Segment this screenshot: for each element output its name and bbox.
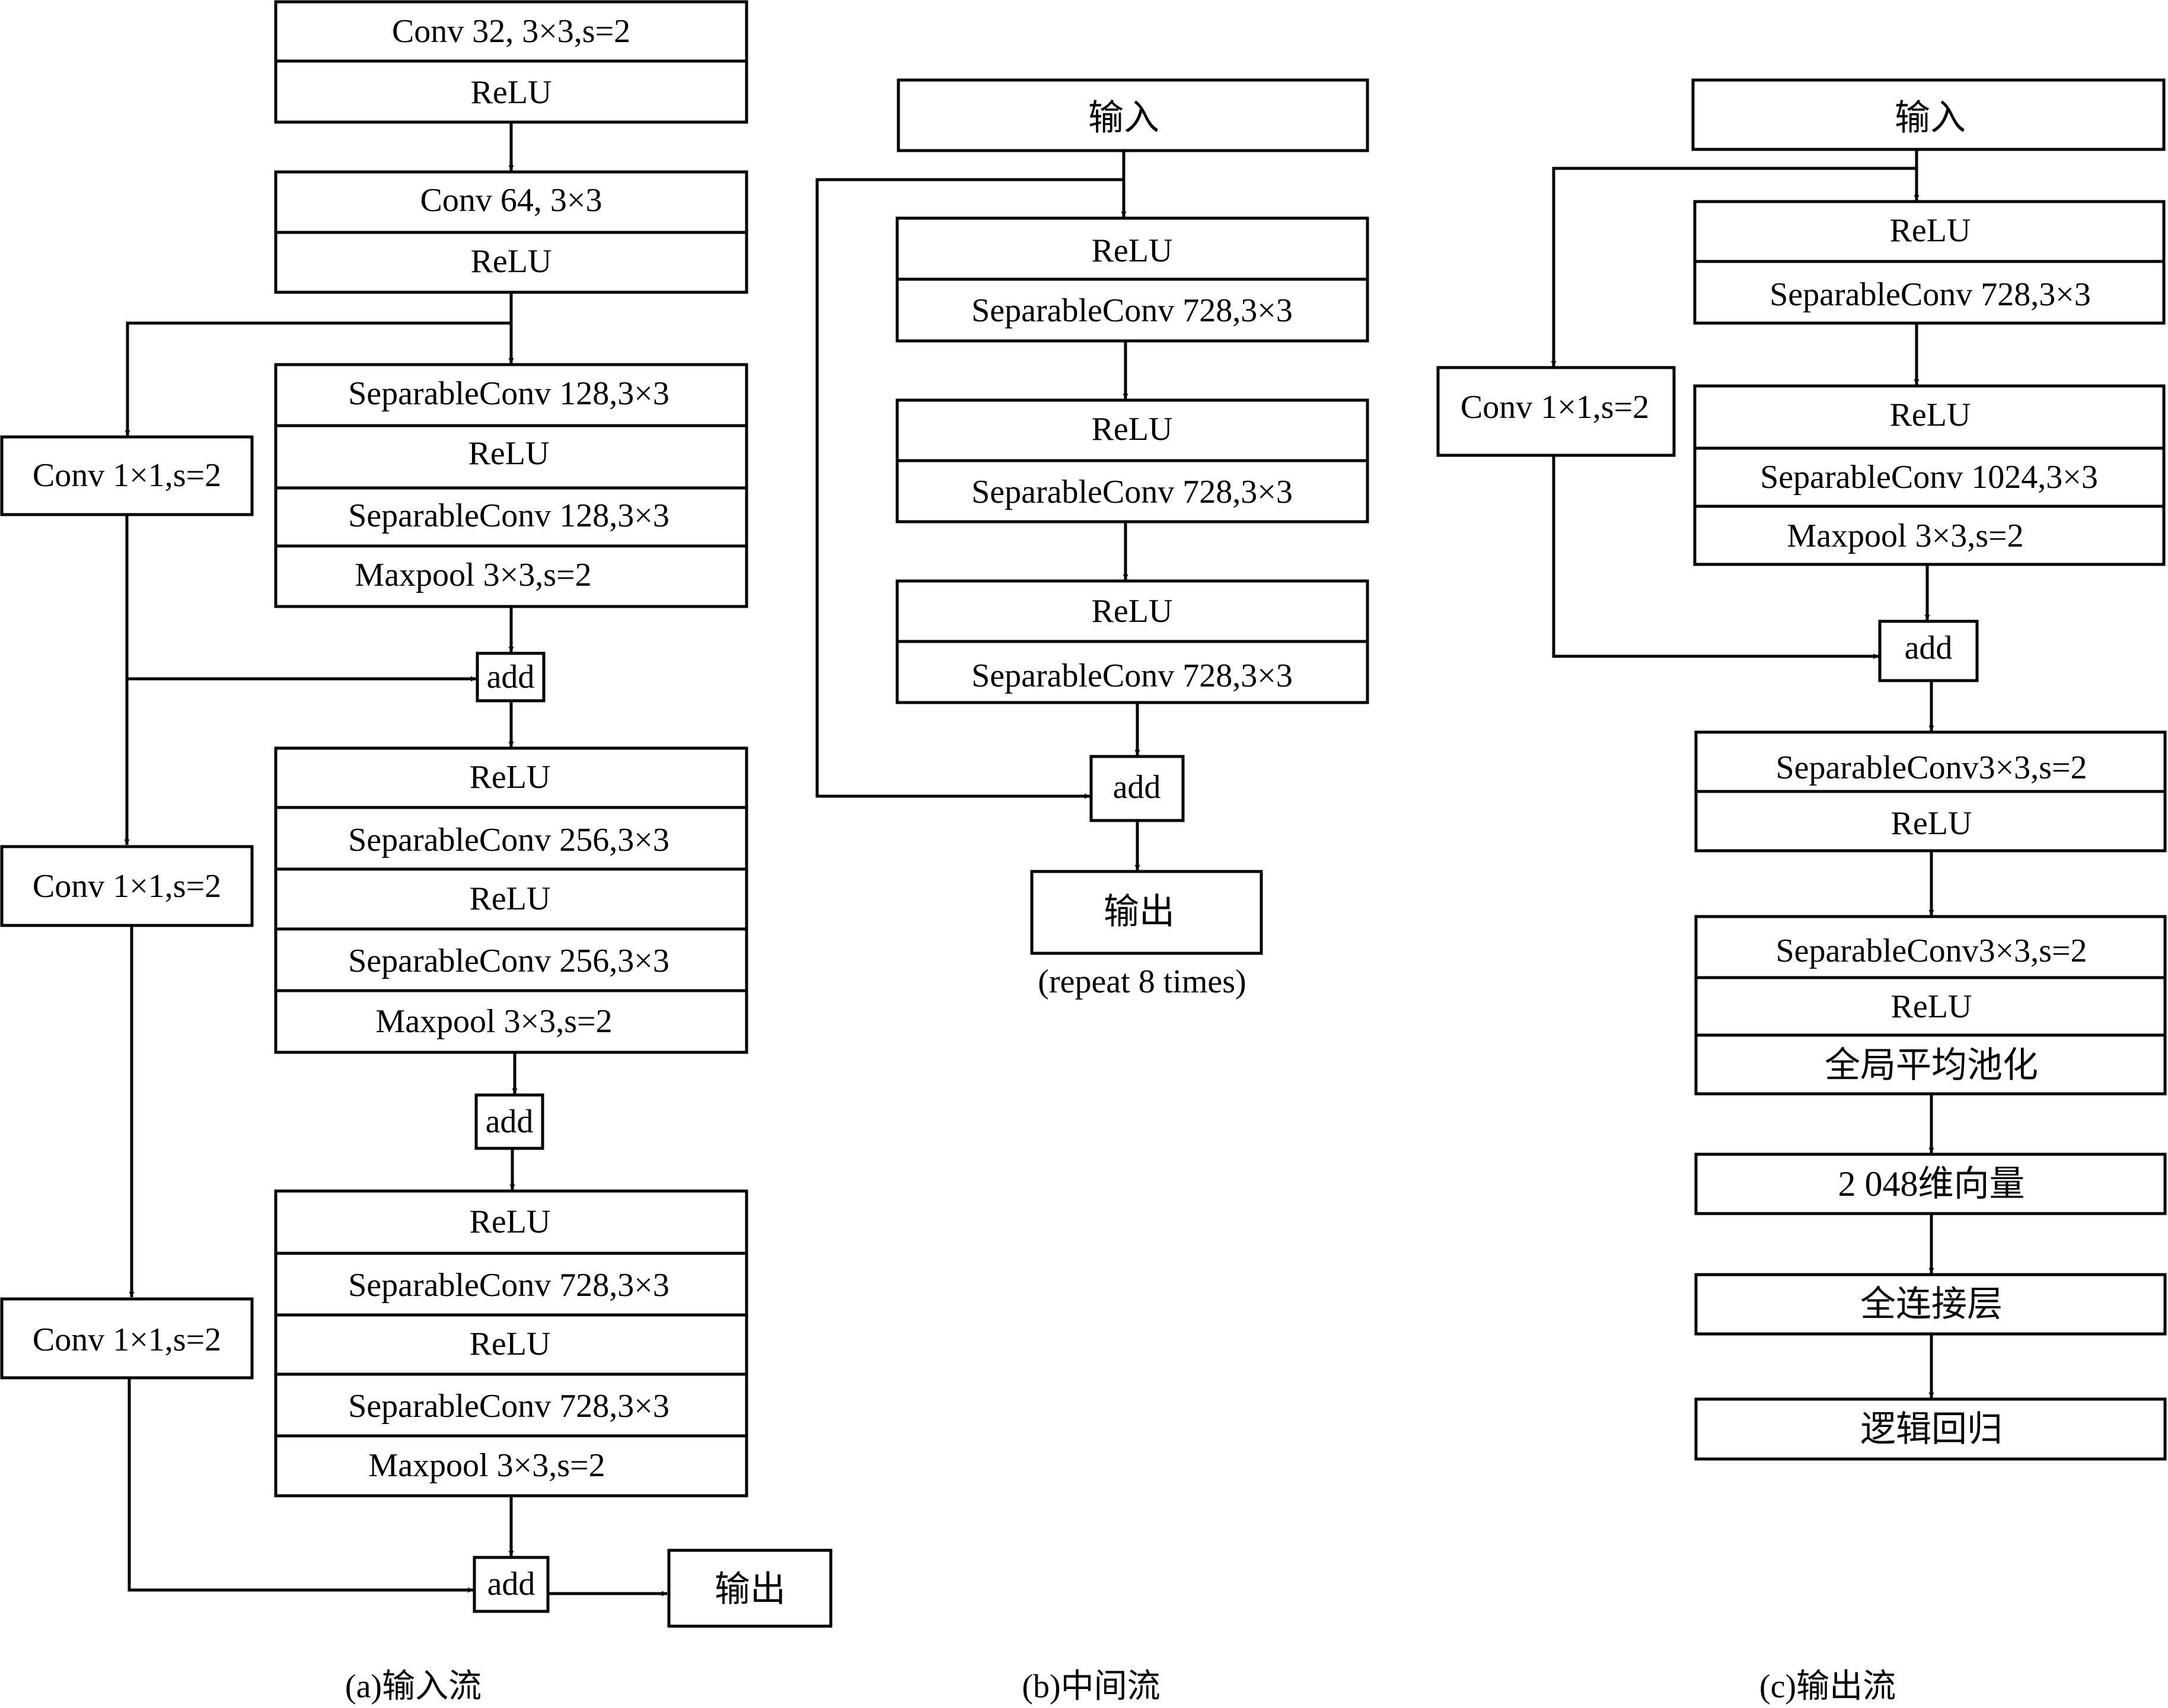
block-layer: ReLU bbox=[1092, 593, 1173, 630]
add-label: add bbox=[487, 659, 535, 695]
block-layer: SeparableConv 728,3×3 bbox=[971, 292, 1293, 329]
block-layer: 全局平均池化 bbox=[1825, 1046, 2038, 1085]
add-node bbox=[473, 1556, 550, 1613]
block-layer: SeparableConv 728,3×3 bbox=[348, 1388, 669, 1425]
shortcut-arrow bbox=[1552, 455, 1879, 659]
block-layer: SeparableConv 128,3×3 bbox=[348, 375, 669, 412]
block-layer: ReLU bbox=[468, 435, 550, 472]
block-layer: Maxpool 3×3,s=2 bbox=[375, 1003, 612, 1040]
shortcut-conv-label: Conv 1×1,s=2 bbox=[33, 457, 221, 494]
exit-flow: 输入 ReLU SeparableConv 728,3×3 ReLU Separ… bbox=[1436, 78, 2167, 1705]
logreg-box bbox=[1694, 1397, 2167, 1461]
output-label: 输出 bbox=[715, 1570, 786, 1609]
shortcut-conv-box bbox=[0, 1297, 254, 1380]
input-flow-block-1: Conv 32, 3×3,s=2 ReLU bbox=[274, 0, 748, 124]
add-label: add bbox=[486, 1103, 534, 1140]
exit-flow-block-4: SeparableConv3×3,s=2 ReLU 全局平均池化 bbox=[1694, 915, 2167, 1096]
block-layer: SeparableConv 728,3×3 bbox=[348, 1267, 669, 1304]
output-box bbox=[1030, 870, 1263, 955]
add-node bbox=[1089, 755, 1185, 822]
vector-label: 2 048维向量 bbox=[1838, 1164, 2025, 1203]
shortcut-conv-label: Conv 1×1,s=2 bbox=[33, 1321, 221, 1358]
block-layer: Maxpool 3×3,s=2 bbox=[355, 557, 591, 593]
block-layer: ReLU bbox=[470, 880, 551, 917]
exit-flow-block-1: ReLU SeparableConv 728,3×3 bbox=[1693, 200, 2166, 325]
add-label: add bbox=[1113, 769, 1161, 806]
block-layer: SeparableConv3×3,s=2 bbox=[1775, 933, 2087, 969]
fc-box bbox=[1694, 1273, 2167, 1336]
shortcut-conv-box bbox=[1436, 366, 1676, 457]
input-flow-block-3: SeparableConv 128,3×3 ReLU SeparableConv… bbox=[274, 363, 748, 608]
block-layer: ReLU bbox=[1891, 805, 1972, 842]
shortcut-conv-label: Conv 1×1,s=2 bbox=[33, 868, 221, 905]
add-label: add bbox=[487, 1566, 535, 1602]
middle-flow-block-3: ReLU SeparableConv 728,3×3 bbox=[895, 579, 1369, 704]
block-layer: SeparableConv 728,3×3 bbox=[971, 474, 1293, 510]
middle-flow-block-2: ReLU SeparableConv 728,3×3 bbox=[895, 398, 1369, 523]
block-layer: ReLU bbox=[470, 759, 551, 796]
add-label: add bbox=[1905, 630, 1953, 666]
add-node bbox=[1878, 620, 1979, 682]
residual-arrow bbox=[815, 178, 1124, 799]
block-layer: Maxpool 3×3,s=2 bbox=[1787, 518, 2023, 554]
logreg-label: 逻辑回归 bbox=[1860, 1410, 2003, 1449]
block-layer: ReLU bbox=[1092, 411, 1173, 448]
output-label: 输出 bbox=[1104, 892, 1175, 931]
caption: (b)中间流 bbox=[1022, 1668, 1160, 1705]
repeat-note: (repeat 8 times) bbox=[1038, 963, 1246, 1000]
shortcut-arrow bbox=[1551, 167, 1917, 366]
block-layer: ReLU bbox=[1092, 232, 1173, 269]
input-label: 输入 bbox=[1088, 98, 1159, 138]
input-flow-block-4: ReLU SeparableConv 256,3×3 ReLU Separabl… bbox=[274, 746, 748, 1054]
input-box bbox=[1691, 78, 2166, 151]
input-box bbox=[897, 78, 1369, 152]
block-layer: SeparableConv 728,3×3 bbox=[1770, 276, 2091, 313]
shortcut-conv-label: Conv 1×1,s=2 bbox=[1461, 389, 1649, 426]
block-layer: ReLU bbox=[1890, 397, 1971, 433]
input-flow: Conv 32, 3×3,s=2 ReLU Conv 64, 3×3 ReLU … bbox=[0, 0, 833, 1705]
block-layer: SeparableConv3×3,s=2 bbox=[1775, 749, 2087, 786]
block-layer: Conv 64, 3×3 bbox=[420, 182, 602, 219]
block-layer: Maxpool 3×3,s=2 bbox=[368, 1447, 605, 1484]
block-layer: SeparableConv 728,3×3 bbox=[971, 657, 1293, 694]
input-label: 输入 bbox=[1895, 98, 1966, 138]
fc-label: 全连接层 bbox=[1860, 1285, 2003, 1324]
input-flow-block-5: ReLU SeparableConv 728,3×3 ReLU Separabl… bbox=[274, 1189, 748, 1498]
block-layer: ReLU bbox=[471, 74, 552, 111]
shortcut-conv-box bbox=[0, 435, 254, 516]
block-layer: SeparableConv 128,3×3 bbox=[348, 497, 669, 534]
caption: (a)输入流 bbox=[345, 1668, 482, 1705]
block-layer: SeparableConv 256,3×3 bbox=[348, 943, 669, 979]
shortcut-arrow bbox=[125, 321, 511, 436]
block-layer: SeparableConv 1024,3×3 bbox=[1760, 459, 2098, 496]
block-layer: ReLU bbox=[1890, 212, 1971, 249]
input-flow-block-2: Conv 64, 3×3 ReLU bbox=[274, 170, 748, 294]
output-box bbox=[667, 1549, 833, 1628]
exit-flow-block-3: SeparableConv3×3,s=2 ReLU bbox=[1694, 730, 2167, 853]
exit-flow-block-2: ReLU SeparableConv 1024,3×3 Maxpool 3×3,… bbox=[1693, 384, 2166, 566]
caption: (c)输出流 bbox=[1759, 1668, 1896, 1705]
middle-flow-block-1: ReLU SeparableConv 728,3×3 bbox=[895, 216, 1369, 343]
shortcut-conv-box bbox=[0, 845, 254, 927]
middle-flow: 输入 ReLU SeparableConv 728,3×3 ReLU Separ… bbox=[815, 78, 1369, 1705]
block-layer: Conv 32, 3×3,s=2 bbox=[392, 13, 630, 50]
block-layer: ReLU bbox=[470, 1203, 551, 1240]
block-layer: ReLU bbox=[1891, 988, 1972, 1025]
block-layer: ReLU bbox=[471, 243, 552, 280]
add-node bbox=[474, 1093, 544, 1150]
block-layer: ReLU bbox=[470, 1326, 551, 1362]
shortcut-arrow bbox=[127, 1378, 473, 1593]
block-layer: SeparableConv 256,3×3 bbox=[348, 822, 669, 858]
